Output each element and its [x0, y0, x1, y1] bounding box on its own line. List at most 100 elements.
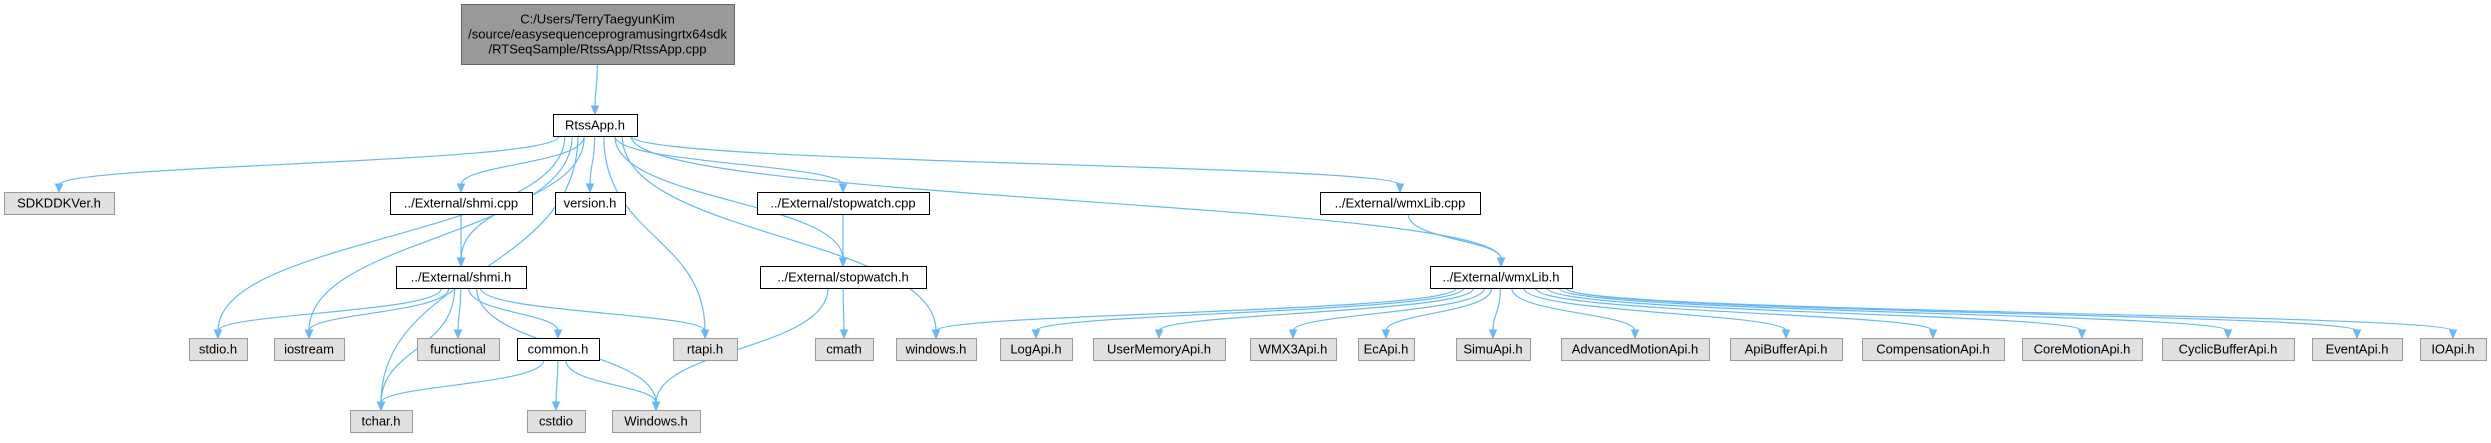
node-rtssapp[interactable]: RtssApp.h: [553, 114, 638, 137]
node-root[interactable]: C:/Users/TerryTaegyunKim/source/easysequ…: [461, 4, 735, 65]
edge-line: [630, 135, 1401, 186]
edge-line: [308, 135, 573, 332]
node-advmotion[interactable]: AdvancedMotionApi.h: [1561, 338, 1710, 361]
node-label: ApiBufferApi.h: [1745, 342, 1828, 357]
edge-rtssapp-to-wmxlib-cpp: [630, 135, 1405, 194]
node-compensation[interactable]: CompensationApi.h: [1862, 338, 2005, 361]
node-box: [189, 338, 248, 361]
edge-arrowhead: [1395, 183, 1405, 194]
node-common[interactable]: common.h: [517, 338, 600, 361]
node-box: [2162, 338, 2295, 361]
edge-line: [565, 359, 657, 404]
edge-wmxlib-h-to-coremotion: [1546, 287, 2087, 340]
node-sdkddkver[interactable]: SDKDDKVer.h: [4, 192, 115, 215]
node-label: /source/easysequenceprogramusingrtx64sdk: [468, 27, 727, 42]
edge-line: [1558, 287, 2229, 332]
node-simuapi[interactable]: SimuApi.h: [1456, 338, 1531, 361]
node-cmath[interactable]: cmath: [815, 338, 874, 361]
edge-line: [1035, 287, 1465, 332]
node-box: [612, 410, 701, 433]
edge-stopwatch-h-to-cmath: [839, 287, 849, 340]
edges-layer: [54, 63, 2458, 412]
node-box: [4, 192, 115, 215]
node-label: rtapi.h: [687, 342, 723, 357]
node-wmx3api[interactable]: WMX3Api.h: [1250, 338, 1337, 361]
node-box: [274, 338, 345, 361]
edge-rtssapp-to-version: [585, 135, 596, 194]
edge-line: [621, 135, 937, 332]
node-stdio[interactable]: stdio.h: [189, 338, 248, 361]
edge-common-to-tchar: [376, 359, 545, 412]
node-label: CoreMotionApi.h: [2034, 342, 2131, 357]
node-box: [555, 192, 626, 215]
edge-wmxlib-h-to-apibuffer: [1523, 287, 1791, 340]
node-label: ../External/shmi.h: [411, 270, 511, 285]
node-label: cstdio: [539, 414, 573, 429]
edge-line: [479, 287, 706, 332]
edge-line: [555, 359, 559, 404]
edge-arrowhead: [2352, 329, 2362, 340]
node-logapi[interactable]: LogApi.h: [1000, 338, 1073, 361]
node-functional[interactable]: functional: [417, 338, 500, 361]
node-ioapi[interactable]: IOApi.h: [2420, 338, 2487, 361]
node-shmi-h[interactable]: ../External/shmi.h: [396, 266, 527, 289]
node-rtapi[interactable]: rtapi.h: [673, 338, 738, 361]
node-cstdio[interactable]: cstdio: [527, 410, 586, 433]
node-tchar[interactable]: tchar.h: [350, 410, 413, 433]
node-box: [760, 266, 927, 289]
edge-rtssapp-to-rtapi: [603, 135, 710, 340]
node-box: [390, 192, 533, 215]
edge-wmxlib-cpp-to-wmxlib-h: [1407, 213, 1506, 268]
node-eventapi[interactable]: EventApi.h: [2312, 338, 2403, 361]
node-apibuffer[interactable]: ApiBufferApi.h: [1730, 338, 1843, 361]
node-wmxlib-h[interactable]: ../External/wmxLib.h: [1430, 266, 1573, 289]
node-label: CompensationApi.h: [1876, 342, 1989, 357]
edge-arrowhead: [651, 401, 661, 412]
node-box: [1430, 266, 1573, 289]
node-wmxlib-cpp[interactable]: ../External/wmxLib.cpp: [1320, 192, 1481, 215]
edge-line: [1565, 287, 2358, 332]
node-label: ../External/wmxLib.cpp: [1335, 196, 1466, 211]
edge-shmi-cpp-to-shmi-h: [456, 214, 466, 268]
edge-wmxlib-h-to-advmotion: [1511, 287, 1640, 340]
edge-line: [1292, 287, 1485, 332]
node-stopwatch-cpp[interactable]: ../External/stopwatch.cpp: [757, 192, 930, 215]
edge-arrowhead: [551, 401, 561, 412]
node-coremotion[interactable]: CoreMotionApi.h: [2022, 338, 2143, 361]
edge-rtssapp-to-windows-lc: [621, 135, 941, 340]
edge-shmi-h-to-common: [468, 287, 563, 340]
node-cyclicbuffer[interactable]: CyclicBufferApi.h: [2162, 338, 2295, 361]
nodes-layer: C:/Users/TerryTaegyunKim/source/easysequ…: [4, 4, 2487, 433]
node-box: [396, 266, 527, 289]
node-version[interactable]: version.h: [555, 192, 626, 215]
edge-shmi-h-to-functional: [453, 287, 463, 340]
node-usermemapi[interactable]: UserMemoryApi.h: [1093, 338, 1226, 361]
node-box: [1000, 338, 1073, 361]
edge-arrowhead: [1496, 257, 1506, 268]
edge-rtssapp-to-stopwatch-cpp: [614, 135, 848, 194]
edge-line: [1565, 287, 2454, 332]
edge-arrowhead: [2448, 329, 2458, 340]
node-label: UserMemoryApi.h: [1107, 342, 1211, 357]
node-box: [417, 338, 500, 361]
node-label: EcApi.h: [1364, 342, 1409, 357]
edge-wmxlib-h-to-ioapi: [1565, 287, 2458, 340]
node-stopwatch-h[interactable]: ../External/stopwatch.h: [760, 266, 927, 289]
node-iostream[interactable]: iostream: [274, 338, 345, 361]
edge-wmxlib-h-to-logapi: [1031, 287, 1465, 340]
node-ecapi[interactable]: EcApi.h: [1358, 338, 1415, 361]
node-box: [1093, 338, 1226, 361]
edge-line: [614, 135, 844, 186]
node-label: IOApi.h: [2431, 342, 2474, 357]
node-box: [1320, 192, 1481, 215]
edge-line: [594, 63, 598, 108]
node-windows-uc[interactable]: Windows.h: [612, 410, 701, 433]
node-windows-lc[interactable]: windows.h: [896, 338, 977, 361]
edge-wmxlib-h-to-windows-lc: [931, 287, 1457, 340]
node-box: [1561, 338, 1710, 361]
edge-line: [460, 135, 585, 186]
node-shmi-cpp[interactable]: ../External/shmi.cpp: [390, 192, 533, 215]
edge-arrowhead: [1928, 329, 1938, 340]
node-label: ../External/wmxLib.h: [1442, 270, 1559, 285]
edge-line: [1546, 287, 2083, 332]
